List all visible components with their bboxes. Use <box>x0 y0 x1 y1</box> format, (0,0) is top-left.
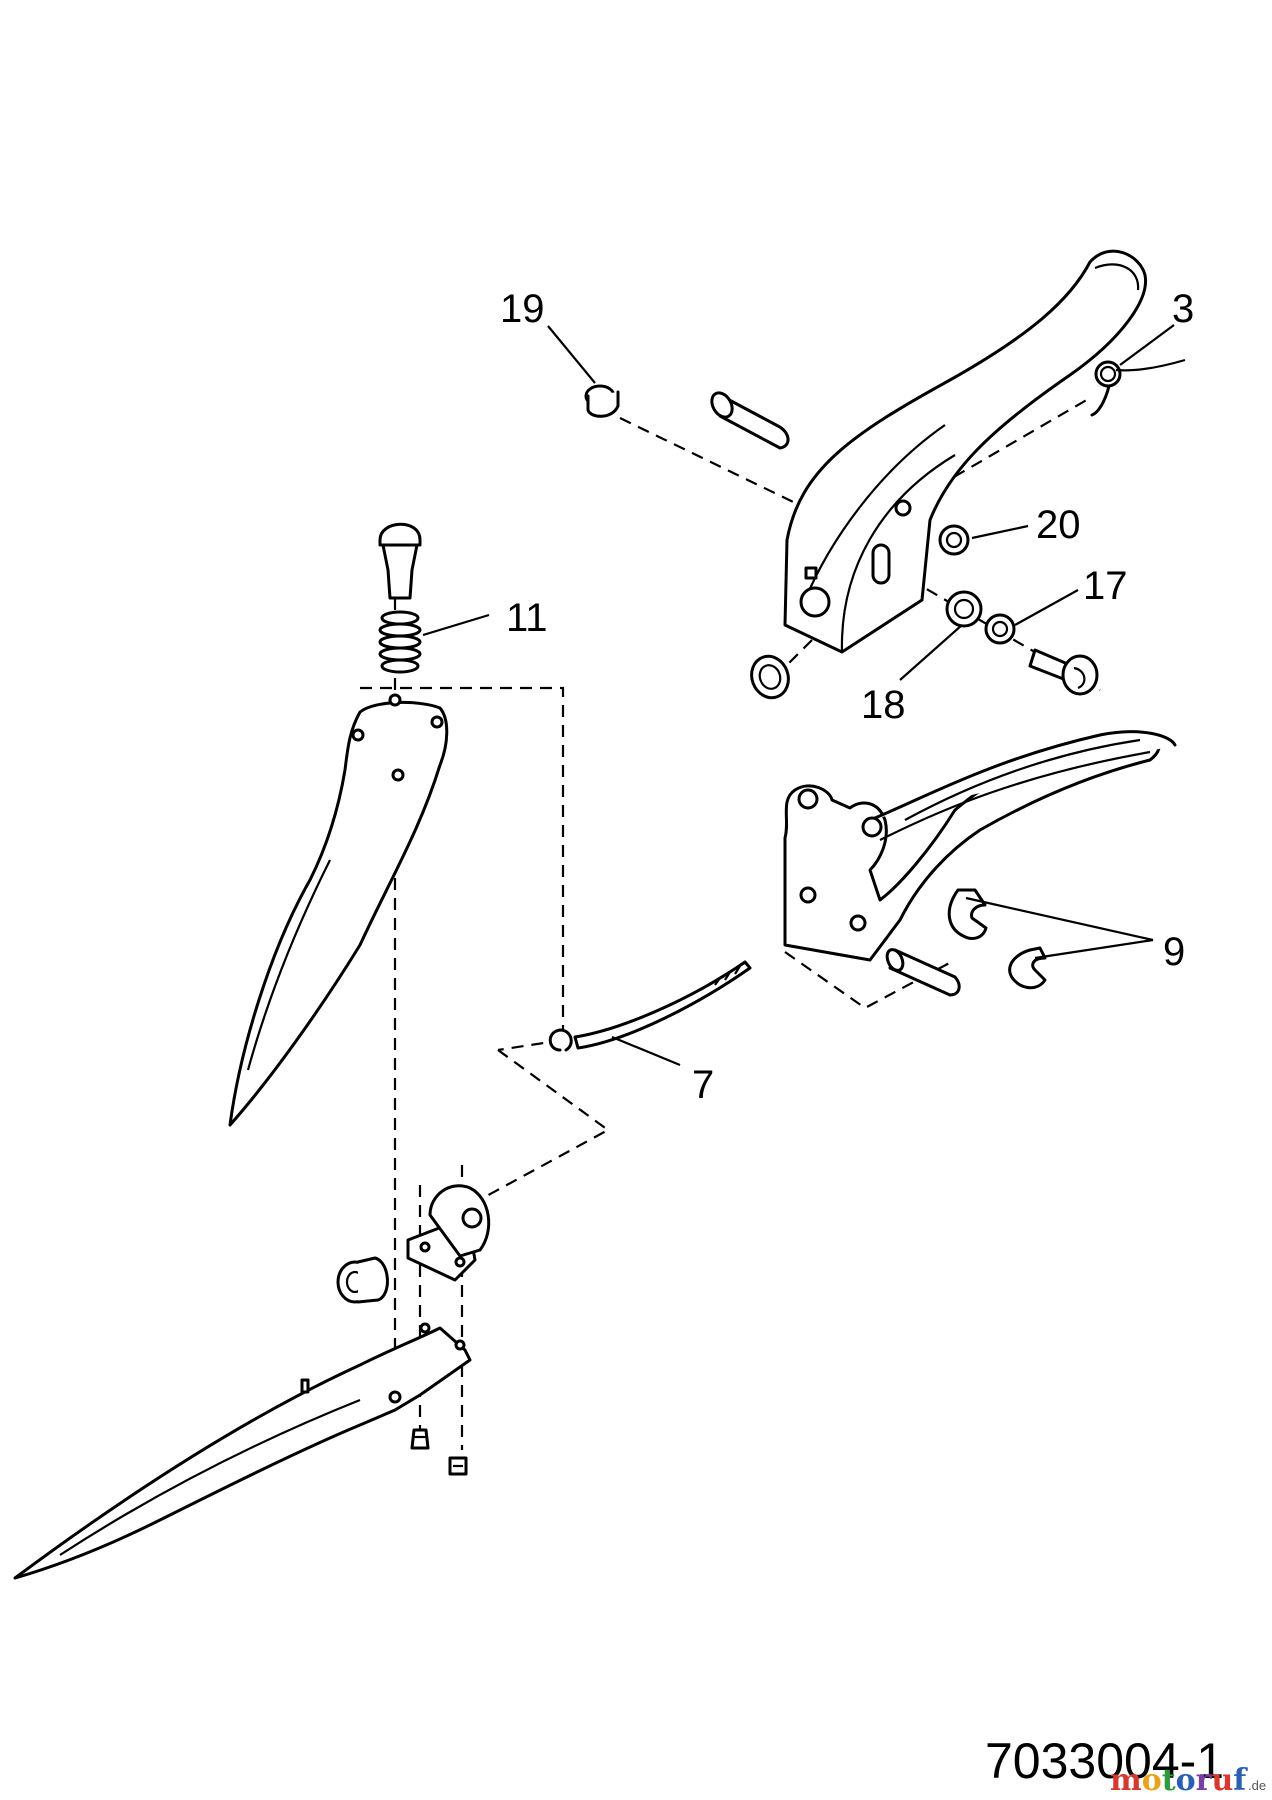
compression-spring-part-11 <box>378 610 422 674</box>
assembly-lines <box>360 397 1101 1450</box>
callout-18: 18 <box>861 683 906 727</box>
drawing-number: 7033004-1 <box>985 1733 1224 1789</box>
retaining-clip-part-9-a <box>947 888 988 940</box>
screw-left <box>410 1428 430 1450</box>
watermark-letter: u <box>1211 1763 1233 1798</box>
spring-part-3 <box>1094 358 1186 388</box>
watermark-tld: .de <box>1248 1778 1266 1793</box>
lower-handle <box>783 730 1177 962</box>
callouts: 19 3 20 17 18 11 9 7 <box>500 287 1194 1107</box>
callout-19: 19 <box>500 287 545 331</box>
upper-blade <box>228 693 449 1127</box>
callout-11: 11 <box>506 596 548 640</box>
shoulder-bolt <box>1028 648 1099 696</box>
washer-part-20 <box>938 524 970 556</box>
watermark-letter: o <box>1176 1763 1196 1798</box>
watermark-letter: f <box>1233 1763 1248 1798</box>
watermark-letter: t <box>1162 1763 1176 1798</box>
lower-blade <box>13 1322 472 1580</box>
flat-washer <box>750 654 790 700</box>
callout-7: 7 <box>692 1063 714 1107</box>
retaining-clip-part-9-b <box>1008 946 1047 990</box>
watermark-letter: r <box>1196 1763 1213 1798</box>
pivot-pin <box>710 391 790 450</box>
ratchet-bracket <box>406 1184 491 1282</box>
motoruf-watermark: motoruf .de <box>1110 1763 1266 1798</box>
clevis-pin <box>885 948 961 997</box>
leader-lines <box>422 324 1175 1067</box>
screw-right <box>448 1456 468 1476</box>
actuating-rod-part-7 <box>548 960 752 1052</box>
callout-9: 9 <box>1163 930 1185 974</box>
upper-handle <box>783 249 1148 654</box>
watermark-letter: o <box>1142 1763 1162 1798</box>
lock-washer-part-17 <box>984 613 1016 645</box>
bracket-bushing <box>336 1256 389 1304</box>
callout-3: 3 <box>1172 287 1194 331</box>
svg-text:motoruf: motoruf <box>1110 1763 1248 1798</box>
bushing-part-19 <box>584 384 620 418</box>
callout-20: 20 <box>1036 503 1081 547</box>
washer-part-18 <box>945 590 983 628</box>
watermark-letter: m <box>1110 1763 1142 1798</box>
callout-17: 17 <box>1083 564 1128 608</box>
plunger-pin <box>378 522 422 600</box>
